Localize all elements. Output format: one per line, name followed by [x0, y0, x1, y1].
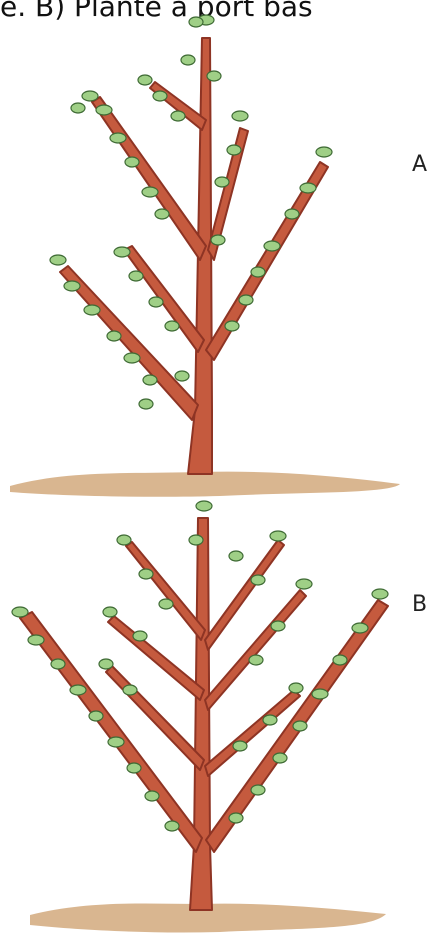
branch-b-left-3: [126, 542, 205, 640]
tree-a: [60, 38, 328, 474]
tree-b: [20, 518, 388, 910]
branch-a-left-low: [60, 266, 198, 420]
trunk-b: [190, 518, 212, 910]
branch-a-left-top: [92, 97, 206, 260]
branch-a-upper-left: [150, 82, 206, 130]
ground-a: [10, 472, 400, 497]
leaves-a: [50, 15, 332, 409]
branch-a-left-mid: [124, 246, 204, 352]
